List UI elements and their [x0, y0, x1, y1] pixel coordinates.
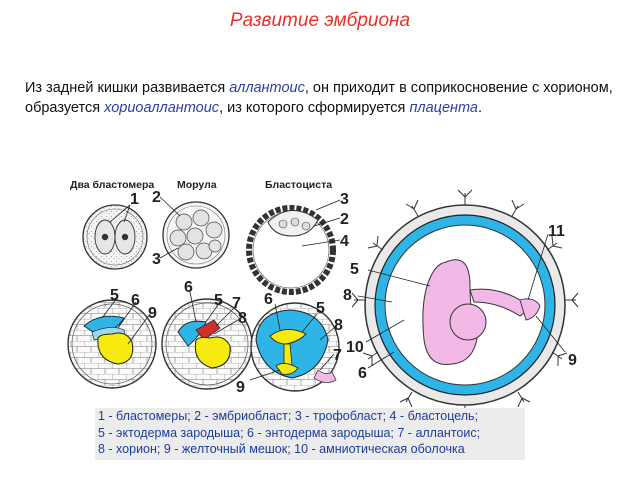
- caption-morula: Морула: [177, 179, 217, 191]
- embryo-development-diagram: Два бластомера Морула Бластоциста 1 2 3: [67, 179, 579, 410]
- label-5-early: 5: [110, 287, 119, 304]
- stage-allantois-bud: [161, 291, 253, 390]
- label-2-morula: 2: [152, 189, 161, 206]
- label-7-bud: 7: [232, 295, 241, 312]
- legend-line: 5 - эктодерма зародыша; 6 - энтодерма за…: [98, 425, 481, 440]
- label-6-bud: 6: [184, 279, 193, 296]
- legend-line: 8 - хорион; 9 - желточный мешок; 10 - ам…: [98, 442, 465, 456]
- label-5-fetus: 5: [350, 261, 359, 278]
- label-10-fetus: 10: [346, 339, 364, 356]
- legend-line: 1 - бластомеры; 2 - эмбриобласт; 3 - тро…: [98, 409, 479, 423]
- text-part: Из задней кишки развивается: [25, 80, 230, 96]
- text-part: , из которого сформируется: [219, 100, 410, 116]
- term-chorioallantois: хориоаллантоис: [104, 100, 220, 116]
- text-part: , он приходит в соприкосновение с хорион…: [25, 80, 613, 116]
- page-title: Развитие эмбриона: [229, 10, 411, 31]
- label-5-bud: 5: [214, 292, 223, 309]
- label-8-amnion: 8: [334, 317, 343, 334]
- label-6-early: 6: [131, 292, 140, 309]
- caption-two-blastomeres: Два бластомера: [70, 179, 154, 191]
- label-9-fetus: 9: [568, 352, 577, 369]
- label-11-fetus: 11: [548, 223, 565, 240]
- label-8-fetus: 8: [343, 287, 352, 304]
- label-3-morula: 3: [152, 251, 161, 268]
- stage-blastocyst: [246, 199, 341, 295]
- label-4-blastocyst: 4: [340, 233, 349, 250]
- stage-fetus: [351, 189, 579, 410]
- label-6-fetus: 6: [358, 365, 367, 382]
- label-5-amnion: 5: [316, 300, 325, 317]
- label-3-blastocyst: 3: [340, 191, 349, 208]
- label-7-amnion: 7: [333, 347, 342, 364]
- stage-amnion: [249, 302, 340, 392]
- label-2-blastocyst: 2: [340, 211, 349, 228]
- stage-morula: [159, 196, 230, 269]
- description-paragraph: Из задней кишки развивается аллантоис, о…: [25, 78, 625, 118]
- label-6-amnion: 6: [264, 291, 273, 308]
- label-9-amnion: 9: [236, 379, 245, 396]
- label-9-early: 9: [148, 305, 157, 322]
- text-part: .: [478, 100, 483, 116]
- legend-box: 1 - бластомеры; 2 - эмбриобласт; 3 - тро…: [95, 408, 525, 460]
- label-8-bud: 8: [238, 310, 247, 327]
- label-1-blastomeres: 1: [130, 191, 139, 208]
- term-allantois: аллантоис: [229, 80, 305, 96]
- stage-early-embryo: [67, 297, 157, 389]
- stage-two-blastomeres: [82, 204, 148, 270]
- term-placenta: плацента: [409, 100, 478, 116]
- caption-blastocyst: Бластоциста: [265, 179, 332, 191]
